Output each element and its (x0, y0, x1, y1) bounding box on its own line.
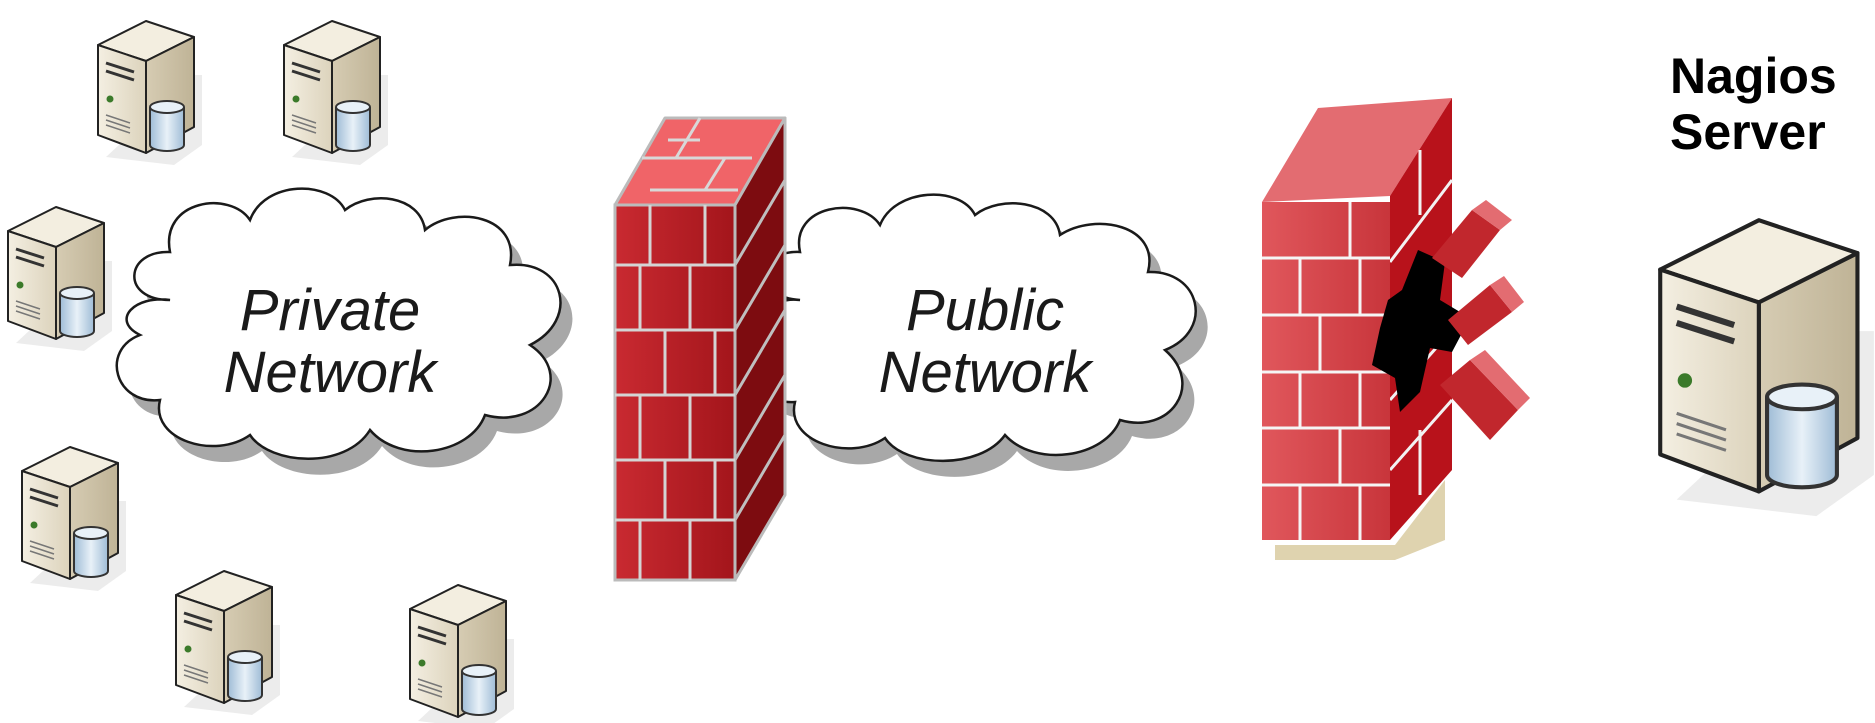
firewall-icon (613, 116, 787, 582)
server-icon (20, 445, 128, 593)
nagios-server-icon (1660, 220, 1874, 516)
server-icon (96, 19, 204, 167)
server-icon (408, 583, 516, 723)
cloud-icon (752, 193, 1197, 463)
public-network-cloud: Public Network (752, 193, 1208, 477)
nagios-server-label: Nagios Server (1670, 48, 1870, 160)
server-icon (6, 205, 114, 353)
server-icon (282, 19, 390, 167)
private-network-cloud: Private Network (115, 187, 573, 475)
cloud-label-line1: Public (906, 278, 1064, 343)
cloud-label-line1: Private (240, 278, 421, 343)
nagios-server-label-line2: Server (1670, 104, 1826, 160)
server-icon (174, 569, 282, 717)
cloud-label-line2: Network (224, 340, 440, 405)
cloud-label-line2: Network (879, 340, 1095, 405)
breached-firewall-icon (1262, 98, 1530, 560)
cloud-icon (115, 187, 562, 460)
nagios-server-label-line1: Nagios (1670, 48, 1837, 104)
